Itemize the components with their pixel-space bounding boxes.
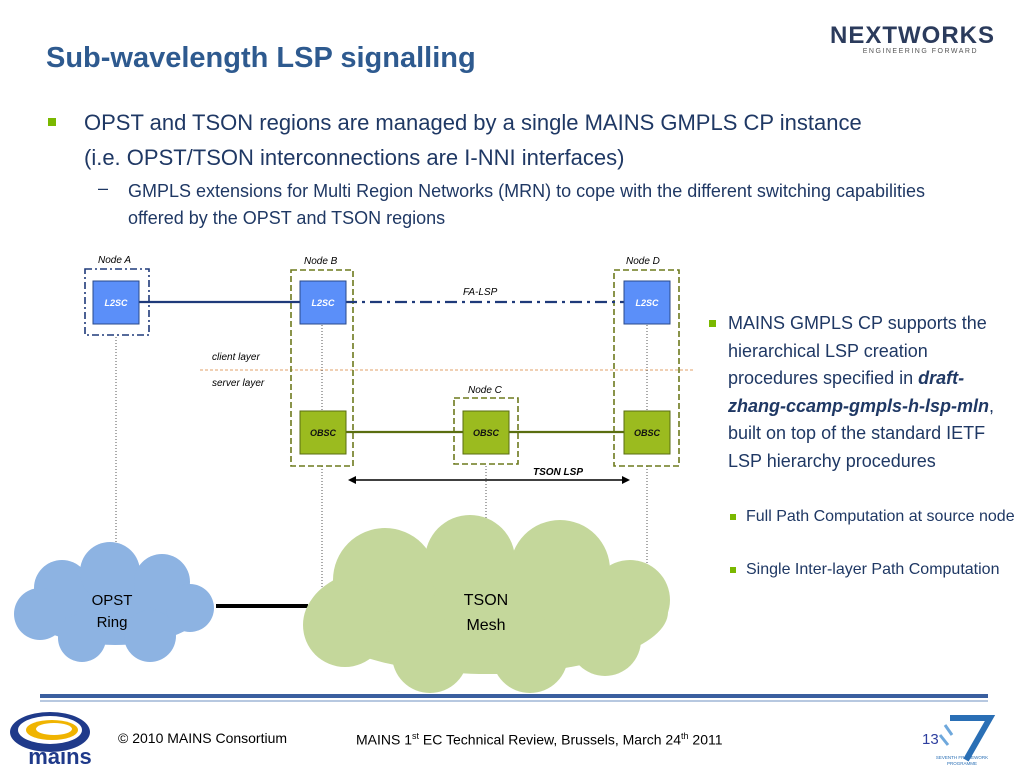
node-b-label: Node B	[304, 256, 338, 267]
node-d-l2sc-label: L2SC	[635, 298, 659, 308]
nextworks-logo-tagline: ENGINEERING FORWARD	[862, 48, 978, 55]
bullet-square-icon	[730, 514, 736, 520]
server-layer-label: server layer	[212, 378, 265, 389]
mains-logo-word: mains	[28, 744, 92, 768]
bullet-square-icon	[730, 567, 736, 573]
footer-review-mid: EC Technical Review, Brussels, March 24	[419, 731, 681, 748]
right-panel-text-before: MAINS GMPLS CP supports the hierarchical…	[728, 313, 987, 388]
tson-cloud	[303, 515, 670, 693]
nextworks-logo-word: NEXTWORKS	[830, 22, 995, 49]
node-d-obsc-label: OBSC	[634, 428, 661, 438]
node-c-label: Node C	[468, 385, 503, 396]
node-b-l2sc-box	[299, 280, 347, 325]
tson-lsp-label: TSON LSP	[533, 467, 583, 478]
node-b-l2sc-label: L2SC	[311, 298, 335, 308]
tson-cloud-label-line1: TSON	[464, 592, 508, 609]
right-panel-bullet: MAINS GMPLS CP supports the hierarchical…	[728, 310, 1020, 475]
main-bullet: OPST and TSON regions are managed by a s…	[84, 110, 862, 170]
node-d-outline	[613, 269, 680, 467]
fp7-logo: SEVENTH FRAMEWORK PROGRAMME	[936, 715, 996, 766]
bullet-square-icon	[48, 118, 56, 126]
client-layer-label: client layer	[212, 352, 260, 363]
footer-review-sup1: st	[412, 731, 420, 741]
tson-cloud-label-line2: Mesh	[466, 617, 505, 634]
right-sub-bullet-1: Full Path Computation at source node	[746, 508, 1015, 525]
opst-cloud-label-line1: OPST	[92, 592, 133, 609]
node-d-label: Node D	[626, 256, 660, 267]
right-sub-bullet-2: Single Inter-layer Path Computation	[746, 561, 1000, 578]
page-number: 13	[922, 731, 939, 748]
draft-reference: draft-zhang-ccamp-gmpls-h-lsp-mln	[728, 368, 990, 416]
footer-copyright: © 2010 MAINS Consortium	[118, 730, 288, 746]
footer-review-post: 2011	[688, 731, 723, 748]
mains-logo: mains	[10, 712, 92, 768]
nextworks-logo: NEXTWORKS ENGINEERING FORWARD	[830, 22, 1000, 62]
fa-lsp-label: FA-LSP	[463, 287, 498, 298]
node-d-obsc-box	[623, 410, 671, 455]
sub-bullet: GMPLS extensions for Multi Region Networ…	[128, 181, 926, 228]
node-b-obsc-label: OBSC	[310, 428, 337, 438]
footer-review-pre: MAINS 1	[356, 731, 413, 748]
slide-title: Sub-wavelength LSP signalling	[46, 42, 476, 74]
opst-cloud-label-line2: Ring	[97, 614, 128, 631]
tson-lsp-arrowhead-right-icon	[622, 476, 630, 484]
node-a-label: Node A	[98, 255, 131, 266]
opst-cloud	[14, 542, 214, 662]
node-d-l2sc-box	[623, 280, 671, 325]
node-a-l2sc-box	[92, 280, 140, 325]
right-panel-text-after: , built on top of the standard IETF LSP …	[728, 395, 995, 471]
fp7-logo-line1: SEVENTH FRAMEWORK	[936, 755, 988, 760]
footer-review: MAINS 1st EC Technical Review, Brussels,…	[356, 731, 723, 748]
node-a-l2sc-label: L2SC	[104, 298, 128, 308]
node-b-outline	[290, 269, 354, 467]
bullet-square-icon	[709, 320, 716, 327]
node-c-obsc-label: OBSC	[473, 428, 500, 438]
node-b-obsc-box	[299, 410, 347, 455]
tson-lsp-arrowhead-left-icon	[348, 476, 356, 484]
footer-review-sup2: th	[681, 731, 689, 741]
sub-bullet-dash: –	[98, 178, 109, 198]
fp7-logo-line2: PROGRAMME	[947, 761, 977, 766]
node-c-obsc-box	[462, 410, 510, 455]
